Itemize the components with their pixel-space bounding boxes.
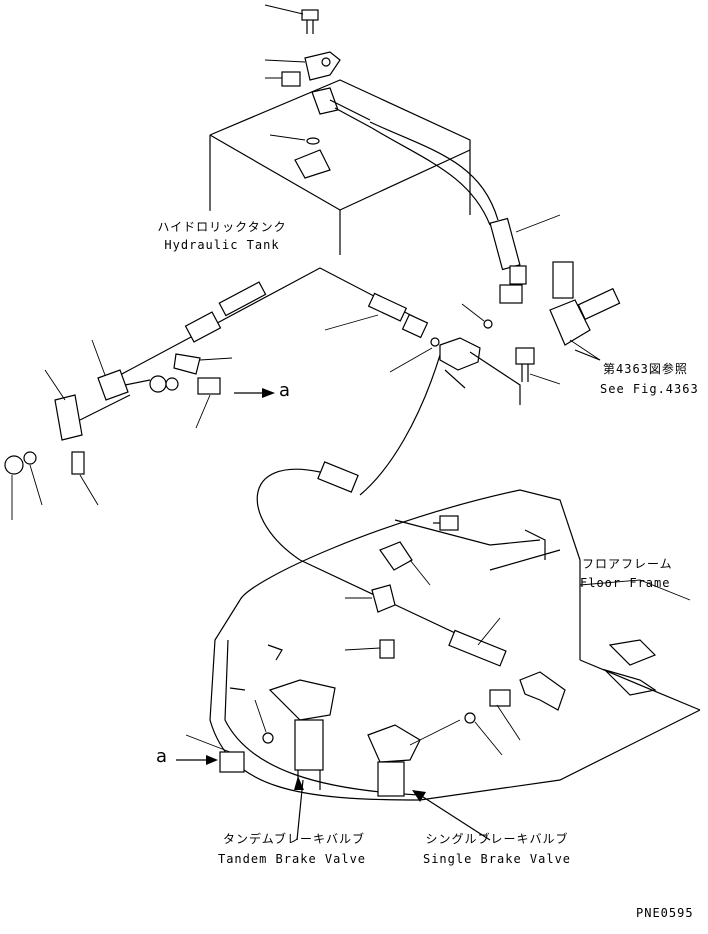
drawing-number: PNE0595	[636, 906, 694, 920]
floor-frame-label-en: Floor Frame	[580, 576, 671, 590]
tank-fittings	[264, 4, 373, 129]
hydraulic-tank-label-jp: ハイドロリックタンク	[157, 220, 287, 234]
tandem-valve-label-en: Tandem Brake Valve	[217, 852, 367, 866]
hydraulic-tank	[209, 79, 471, 255]
tandem-brake-valve	[254, 679, 336, 841]
floor-clamps	[344, 515, 521, 741]
upper-hose	[119, 267, 429, 376]
ref-a-label-lower: a	[156, 746, 168, 767]
hydraulic-tank-label-en: Hydraulic Tank	[164, 238, 280, 252]
center-bracket	[389, 337, 521, 405]
ref-a-fitting	[176, 734, 245, 773]
tee-fitting	[461, 261, 621, 385]
lower-hose	[256, 354, 566, 711]
see-fig-label-en: See Fig.4363	[600, 382, 699, 396]
floor-frame	[209, 489, 701, 801]
floor-frame-label-jp: フロアフレーム	[582, 557, 673, 571]
ref-a-label-upper: a	[279, 380, 291, 401]
single-brake-valve	[367, 712, 503, 841]
tank-return-hose	[369, 121, 561, 285]
left-fittings	[4, 339, 275, 520]
single-valve-label-en: Single Brake Valve	[422, 852, 572, 866]
tandem-valve-label-jp: タンデムブレーキバルブ	[222, 832, 366, 846]
see-fig-label-jp: 第4363図参照	[603, 362, 688, 376]
single-valve-label-jp: シングルブレーキバルブ	[425, 832, 569, 846]
see-fig-leader	[574, 349, 601, 361]
